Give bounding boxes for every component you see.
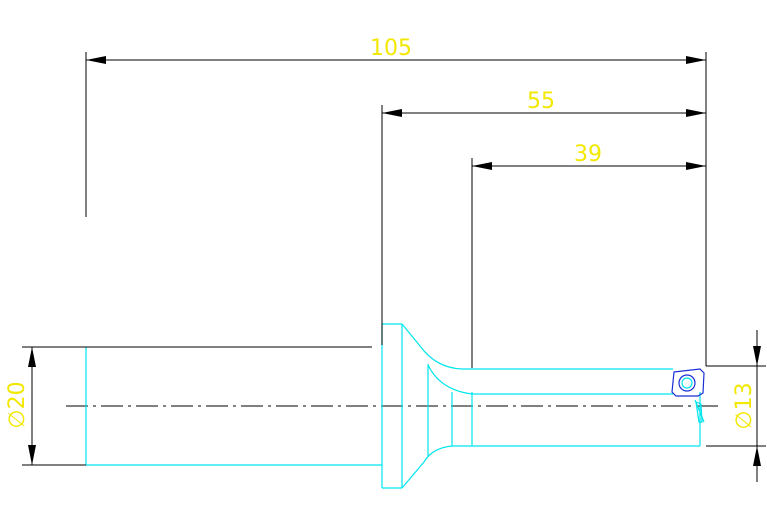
extension-lines <box>22 52 766 466</box>
dim-text-55: 55 <box>527 89 555 114</box>
insert-outline <box>671 368 705 397</box>
insert-lower-edge <box>695 401 703 423</box>
dim-text-39: 39 <box>574 142 602 167</box>
dim-text-105: 105 <box>370 36 412 61</box>
dim-text-d13: ∅13 <box>732 382 757 429</box>
tool-body <box>85 323 705 489</box>
dimension-texts: 105 55 39 ∅20 ∅13 <box>5 36 757 430</box>
neck-upper-curve <box>401 323 463 370</box>
dimension-lines <box>28 56 761 482</box>
neck-lower-curve <box>401 445 453 489</box>
insert-screw-inner <box>681 377 693 389</box>
dim-text-d20: ∅20 <box>5 381 30 428</box>
neck-inner-curve <box>427 364 473 395</box>
insert-screw-outer <box>678 374 696 392</box>
cutting-insert <box>671 368 705 423</box>
